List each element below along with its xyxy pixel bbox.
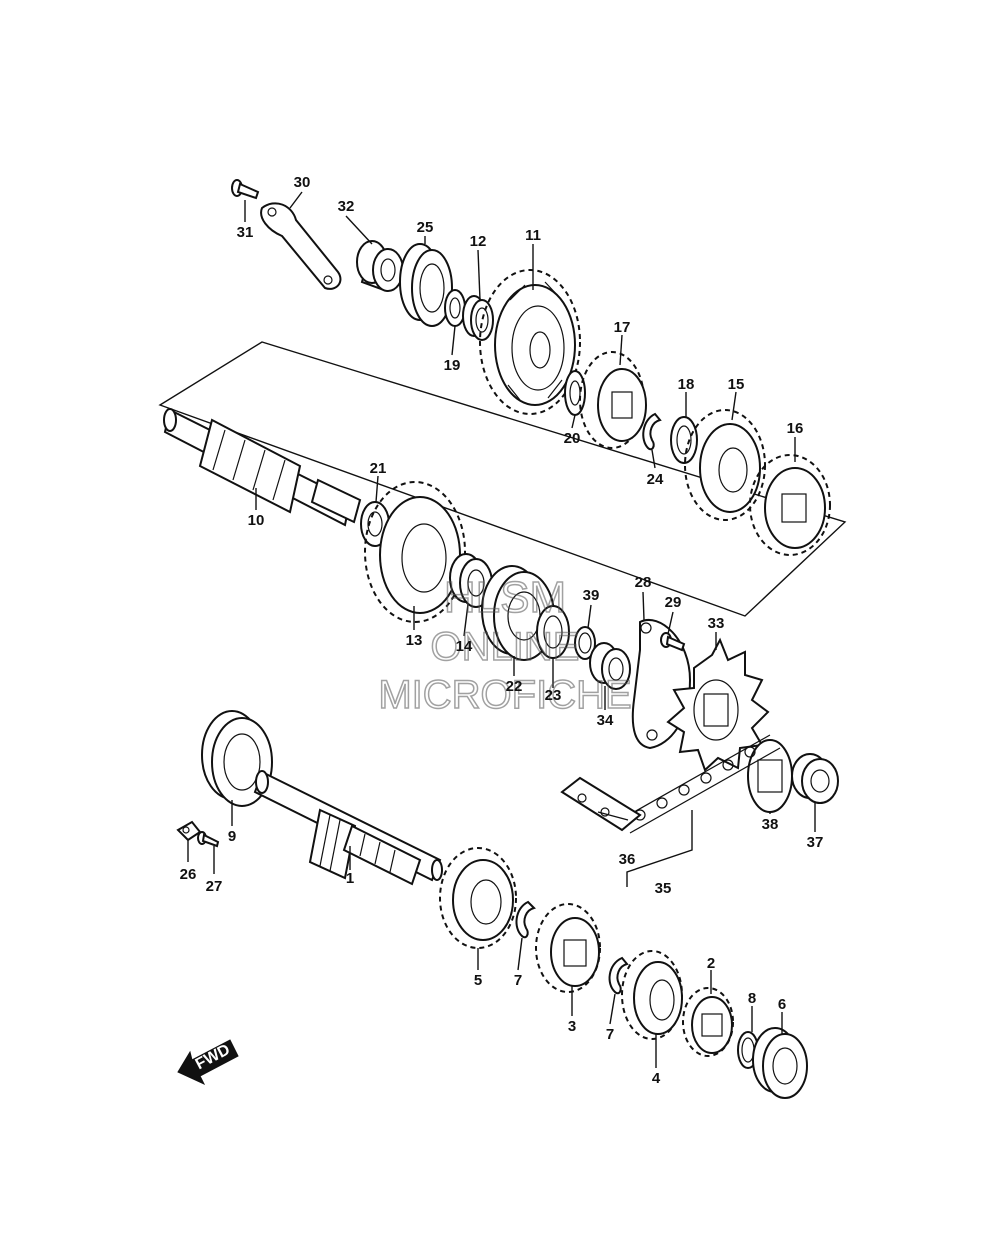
label-part-6: 6 [778, 996, 786, 1013]
label-part-2: 2 [707, 955, 715, 972]
label-part-14: 14 [456, 638, 473, 655]
part-3-gear [535, 903, 601, 993]
part-27-screw [197, 831, 220, 848]
part-22-bearing [481, 565, 555, 661]
label-part-3: 3 [568, 1018, 576, 1035]
label-part-22: 22 [506, 678, 523, 695]
part-18-washer [670, 416, 698, 464]
label-part-4: 4 [652, 1070, 661, 1087]
part-34-spacer [589, 642, 631, 690]
label-part-5: 5 [474, 972, 482, 989]
part-10-countershaft [163, 408, 362, 527]
part-32-bushing [356, 240, 404, 292]
label-part-29: 29 [665, 594, 682, 611]
label-part-13: 13 [406, 632, 423, 649]
part-7-circlip-lower [608, 956, 629, 995]
label-part-35: 35 [655, 880, 672, 897]
part-33-sprocket [666, 637, 770, 772]
label-part-26: 26 [180, 866, 197, 883]
label-part-31: 31 [237, 224, 254, 241]
label-part-17: 17 [614, 319, 631, 336]
label-part-12: 12 [470, 233, 487, 250]
label-part-30: 30 [294, 174, 311, 191]
part-6-bearing [752, 1027, 808, 1099]
watermark-line-2: ONLINE [431, 625, 580, 669]
part-31-screw [231, 179, 260, 200]
label-part-8: 8 [748, 990, 756, 1007]
label-part-23: 23 [545, 687, 562, 704]
label-part-24: 24 [647, 471, 664, 488]
part-7-circlip-upper [515, 900, 536, 939]
part-11-gear [479, 269, 581, 415]
part-35-chain [619, 734, 781, 834]
label-part-21: 21 [370, 460, 387, 477]
label-part-19: 19 [444, 357, 461, 374]
label-part-25: 25 [417, 219, 434, 236]
label-part-39: 39 [583, 587, 600, 604]
label-part-15: 15 [728, 376, 745, 393]
label-part-38: 38 [762, 816, 779, 833]
label-part-9: 9 [228, 828, 236, 845]
part-12-bushing [462, 295, 494, 341]
label-part-18: 18 [678, 376, 695, 393]
part-labels: 1 2 3 4 5 6 7 7 8 9 10 11 12 13 14 15 16… [180, 174, 824, 1087]
part-36-chain-joint [560, 776, 642, 832]
part-1-mainshaft [253, 770, 443, 886]
part-30-arm [260, 202, 342, 290]
part-5-gear [439, 847, 517, 949]
part-37-nut [791, 753, 839, 804]
part-15-gear [684, 409, 766, 521]
part-25-bearing [399, 243, 453, 327]
part-16-gear [749, 454, 831, 556]
label-part-37: 37 [807, 834, 824, 851]
label-part-28: 28 [635, 574, 652, 591]
label-part-20: 20 [564, 430, 581, 447]
label-part-32: 32 [338, 198, 355, 215]
leader-lines [187, 191, 816, 1068]
part-39-oring [574, 626, 596, 660]
label-part-10: 10 [248, 512, 265, 529]
fwd-arrow-icon: FWD [177, 1039, 239, 1086]
part-2-gear [682, 987, 734, 1057]
label-part-11: 11 [525, 227, 541, 244]
label-part-7-lower: 7 [606, 1026, 614, 1043]
part-24-circlip [642, 412, 662, 451]
label-part-16: 16 [787, 420, 804, 437]
part-9-bearing [201, 710, 273, 807]
assembly-frame [158, 341, 847, 617]
label-part-27: 27 [206, 878, 223, 895]
watermark: HLSM ONLINE MICROFICHE [378, 572, 633, 718]
part-23-seal [536, 605, 570, 659]
label-part-36: 36 [619, 851, 636, 868]
watermark-line-3: MICROFICHE [378, 673, 631, 717]
label-part-7-upper: 7 [514, 972, 522, 989]
part-19-washer [444, 289, 466, 327]
bracket-35-36 [626, 810, 693, 887]
label-part-34: 34 [597, 712, 614, 729]
part-17-gear [579, 351, 647, 449]
part-29-screw [660, 632, 686, 652]
label-part-33: 33 [708, 615, 725, 632]
part-4-gear [621, 950, 683, 1040]
part-26-plate [176, 820, 202, 842]
label-part-1: 1 [346, 870, 354, 887]
watermark-line-1: HLSM [444, 573, 566, 622]
part-20-washer [564, 370, 586, 416]
